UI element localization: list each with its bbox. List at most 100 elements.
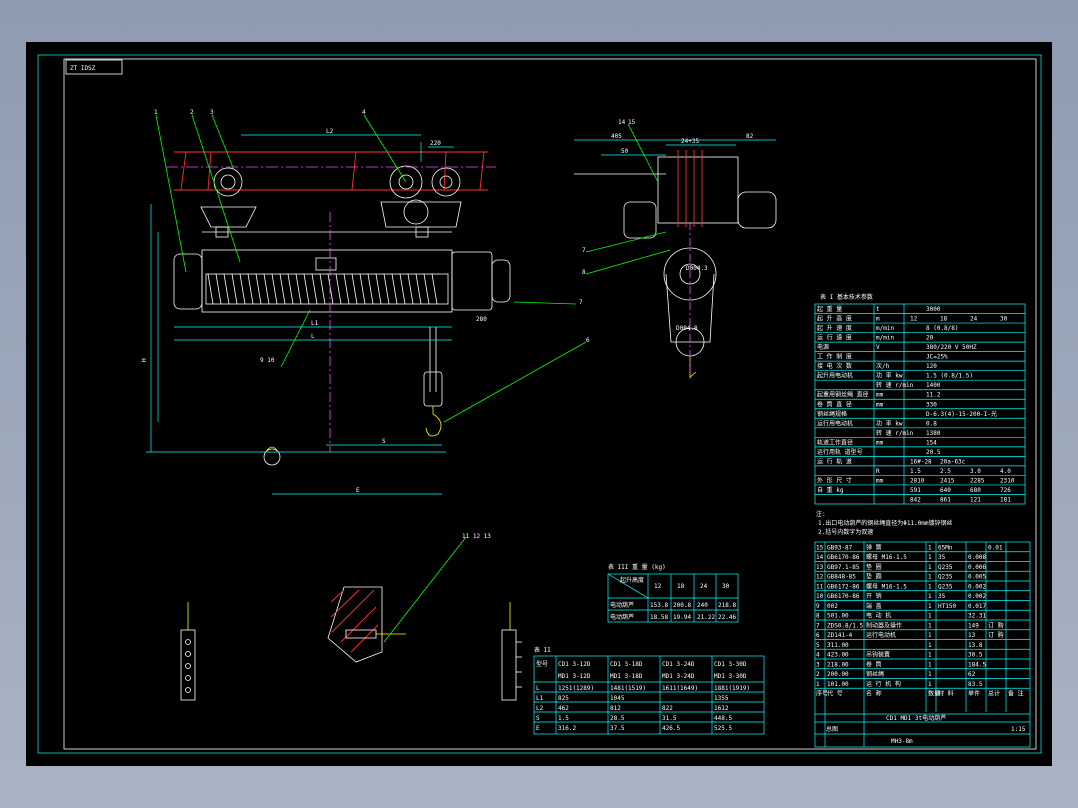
t3-r3c0: S	[536, 715, 540, 722]
t1-col-20-2: 121	[970, 497, 981, 504]
t1-label-15: 运行用轨 道型号	[817, 448, 863, 456]
t2-h0: 起升高度	[620, 576, 644, 584]
t1-value-10: 330	[926, 401, 937, 408]
pl-r2c1: GB97.1-85	[827, 564, 860, 571]
pl-r4c2: 螺母 M16-1.5	[866, 582, 907, 590]
travel-motor	[737, 191, 777, 229]
t1-col-1-2: 24	[970, 316, 978, 323]
pl-r12c2: 卷 筒	[866, 660, 882, 668]
pl-r4c1: GB6172-86	[827, 583, 860, 590]
t3-r4c4: 525.5	[714, 725, 732, 732]
pl-r3c3: 1	[928, 574, 932, 581]
pl-r11c1: 423.00	[827, 652, 849, 659]
t3-h-3: CD1 3-24D	[662, 661, 695, 668]
svg-text:11 12 13: 11 12 13	[462, 533, 491, 540]
front-view: L2 L1 L E S H 220 280 1 2 3 4 7 6 9 10	[141, 109, 590, 495]
hook	[425, 406, 442, 437]
t3-r0c1: 1251(1289)	[558, 685, 594, 692]
title-name: CD1 MD1 3t电动葫芦	[886, 714, 946, 722]
pl-r14c1: 101.00	[827, 681, 849, 688]
pl-r11c5: 30.5	[968, 652, 983, 659]
callout-4: 4	[362, 109, 366, 116]
t2-h1: 12	[654, 583, 662, 590]
pl-r6c5: 0.017	[968, 603, 986, 610]
t3-r0c2: 1481(1519)	[610, 685, 646, 692]
pl-r9c3: 1	[928, 632, 932, 639]
pl-r6c4: HT150	[938, 603, 956, 610]
section-detail: 11 12 13	[327, 533, 491, 663]
pl-r4c5: 0.002	[968, 583, 986, 590]
note-1: 1.出口电动葫芦的钢丝绳直径为Φ11.0mm镀锌钢丝	[818, 519, 953, 527]
pl-h-7: 备 注	[1008, 690, 1024, 698]
pl-r6c0: 9	[816, 603, 820, 610]
pl-r5c4: 35	[938, 593, 946, 600]
pl-r9c2: 运行电动机	[866, 631, 896, 639]
t1-unit-12: 功 率 kw	[876, 419, 903, 427]
pl-h-1: 代 号	[827, 690, 843, 698]
t1-unit-7: 功 率 kw	[876, 372, 903, 380]
pl-r8c5: 149	[968, 622, 979, 629]
t1-col-19-1: 640	[940, 487, 951, 494]
sheet-border	[37, 54, 1042, 754]
t2-r0c2: 200.8	[673, 602, 691, 609]
side-dim-50: 50	[621, 148, 629, 155]
pl-r7c2: 电 动 机	[866, 612, 891, 620]
pl-r3c1: GB848-85	[827, 574, 856, 581]
pl-r11c3: 1	[928, 652, 932, 659]
t3-r2c0: L2	[536, 705, 544, 712]
cad-viewport[interactable]: ZT IDSZ	[26, 42, 1052, 766]
pendant-right	[501, 602, 522, 701]
pl-r8c3: 1	[928, 622, 932, 629]
callout-7: 7	[579, 299, 583, 306]
pl-r9c5: 13	[968, 632, 976, 639]
callout-1: 1	[154, 109, 158, 116]
pl-h-6: 总计	[988, 690, 1000, 698]
pl-r10c3: 1	[928, 642, 932, 649]
dim-e: E	[356, 487, 360, 494]
callout-2: 2	[190, 109, 194, 116]
t2-h4: 30	[722, 583, 730, 590]
t1-col-17-1: 2.5	[940, 468, 951, 475]
pl-r10c5: 13.8	[968, 642, 983, 649]
pl-r13c1: 200.00	[827, 671, 849, 678]
t1-label-18: 外 形 尺 寸	[817, 476, 852, 484]
pl-r4c0: 11	[816, 583, 824, 590]
pl-r2c4: Q235	[938, 564, 953, 571]
t1-col-1-1: 18	[940, 316, 948, 323]
pl-r13c2: 钢丝绳	[866, 670, 884, 678]
side-callout-8: 8	[582, 269, 586, 276]
pl-r10c1: 311.00	[827, 642, 849, 649]
hook-block	[423, 371, 443, 407]
t1-col-18-2: 2285	[970, 477, 985, 484]
t1-unit-18: mm	[876, 477, 884, 484]
t1-label-14: 轨道工作直径	[817, 438, 853, 446]
pl-r1c5: 0.008	[968, 554, 986, 561]
t1-col-17-0: 1.5	[910, 468, 921, 475]
pl-r7c0: 8	[816, 613, 820, 620]
t1-col-20-1: 861	[940, 497, 951, 504]
wheel-left	[213, 167, 243, 197]
t1-label-9: 起重用钢丝绳 直径	[817, 391, 869, 399]
t1-col-17-3: 4.0	[1000, 468, 1011, 475]
pl-r13c3: 1	[928, 671, 932, 678]
t3-r2c4: 1612	[714, 705, 729, 712]
t3-r3c4: 448.5	[714, 715, 732, 722]
side-dim-405: 405	[611, 133, 622, 140]
t1-col-1-3: 30	[1000, 316, 1008, 323]
t3-r2c1: 462	[558, 705, 569, 712]
t1-label-7: 起升用电动机	[817, 372, 853, 380]
pl-r4c3: 1	[928, 583, 932, 590]
side-dim-24: 24+35	[681, 138, 699, 145]
t2-r0c3: 240	[697, 602, 708, 609]
side-callout-7: 7	[582, 247, 586, 254]
dim-s: S	[382, 438, 386, 445]
t1-col-17-2: 3.0	[970, 468, 981, 475]
t1-label-2: 起 升 速 度	[817, 324, 852, 332]
pl-r0c3: 1	[928, 544, 932, 551]
pl-r12c1: 218.00	[827, 661, 849, 668]
pl-r9c1: ZD141-4	[827, 632, 853, 639]
pl-r5c1: GB6170-86	[827, 593, 860, 600]
t3-h-1: CD1 3-12D	[558, 661, 591, 668]
pl-r3c4: Q235	[938, 574, 953, 581]
